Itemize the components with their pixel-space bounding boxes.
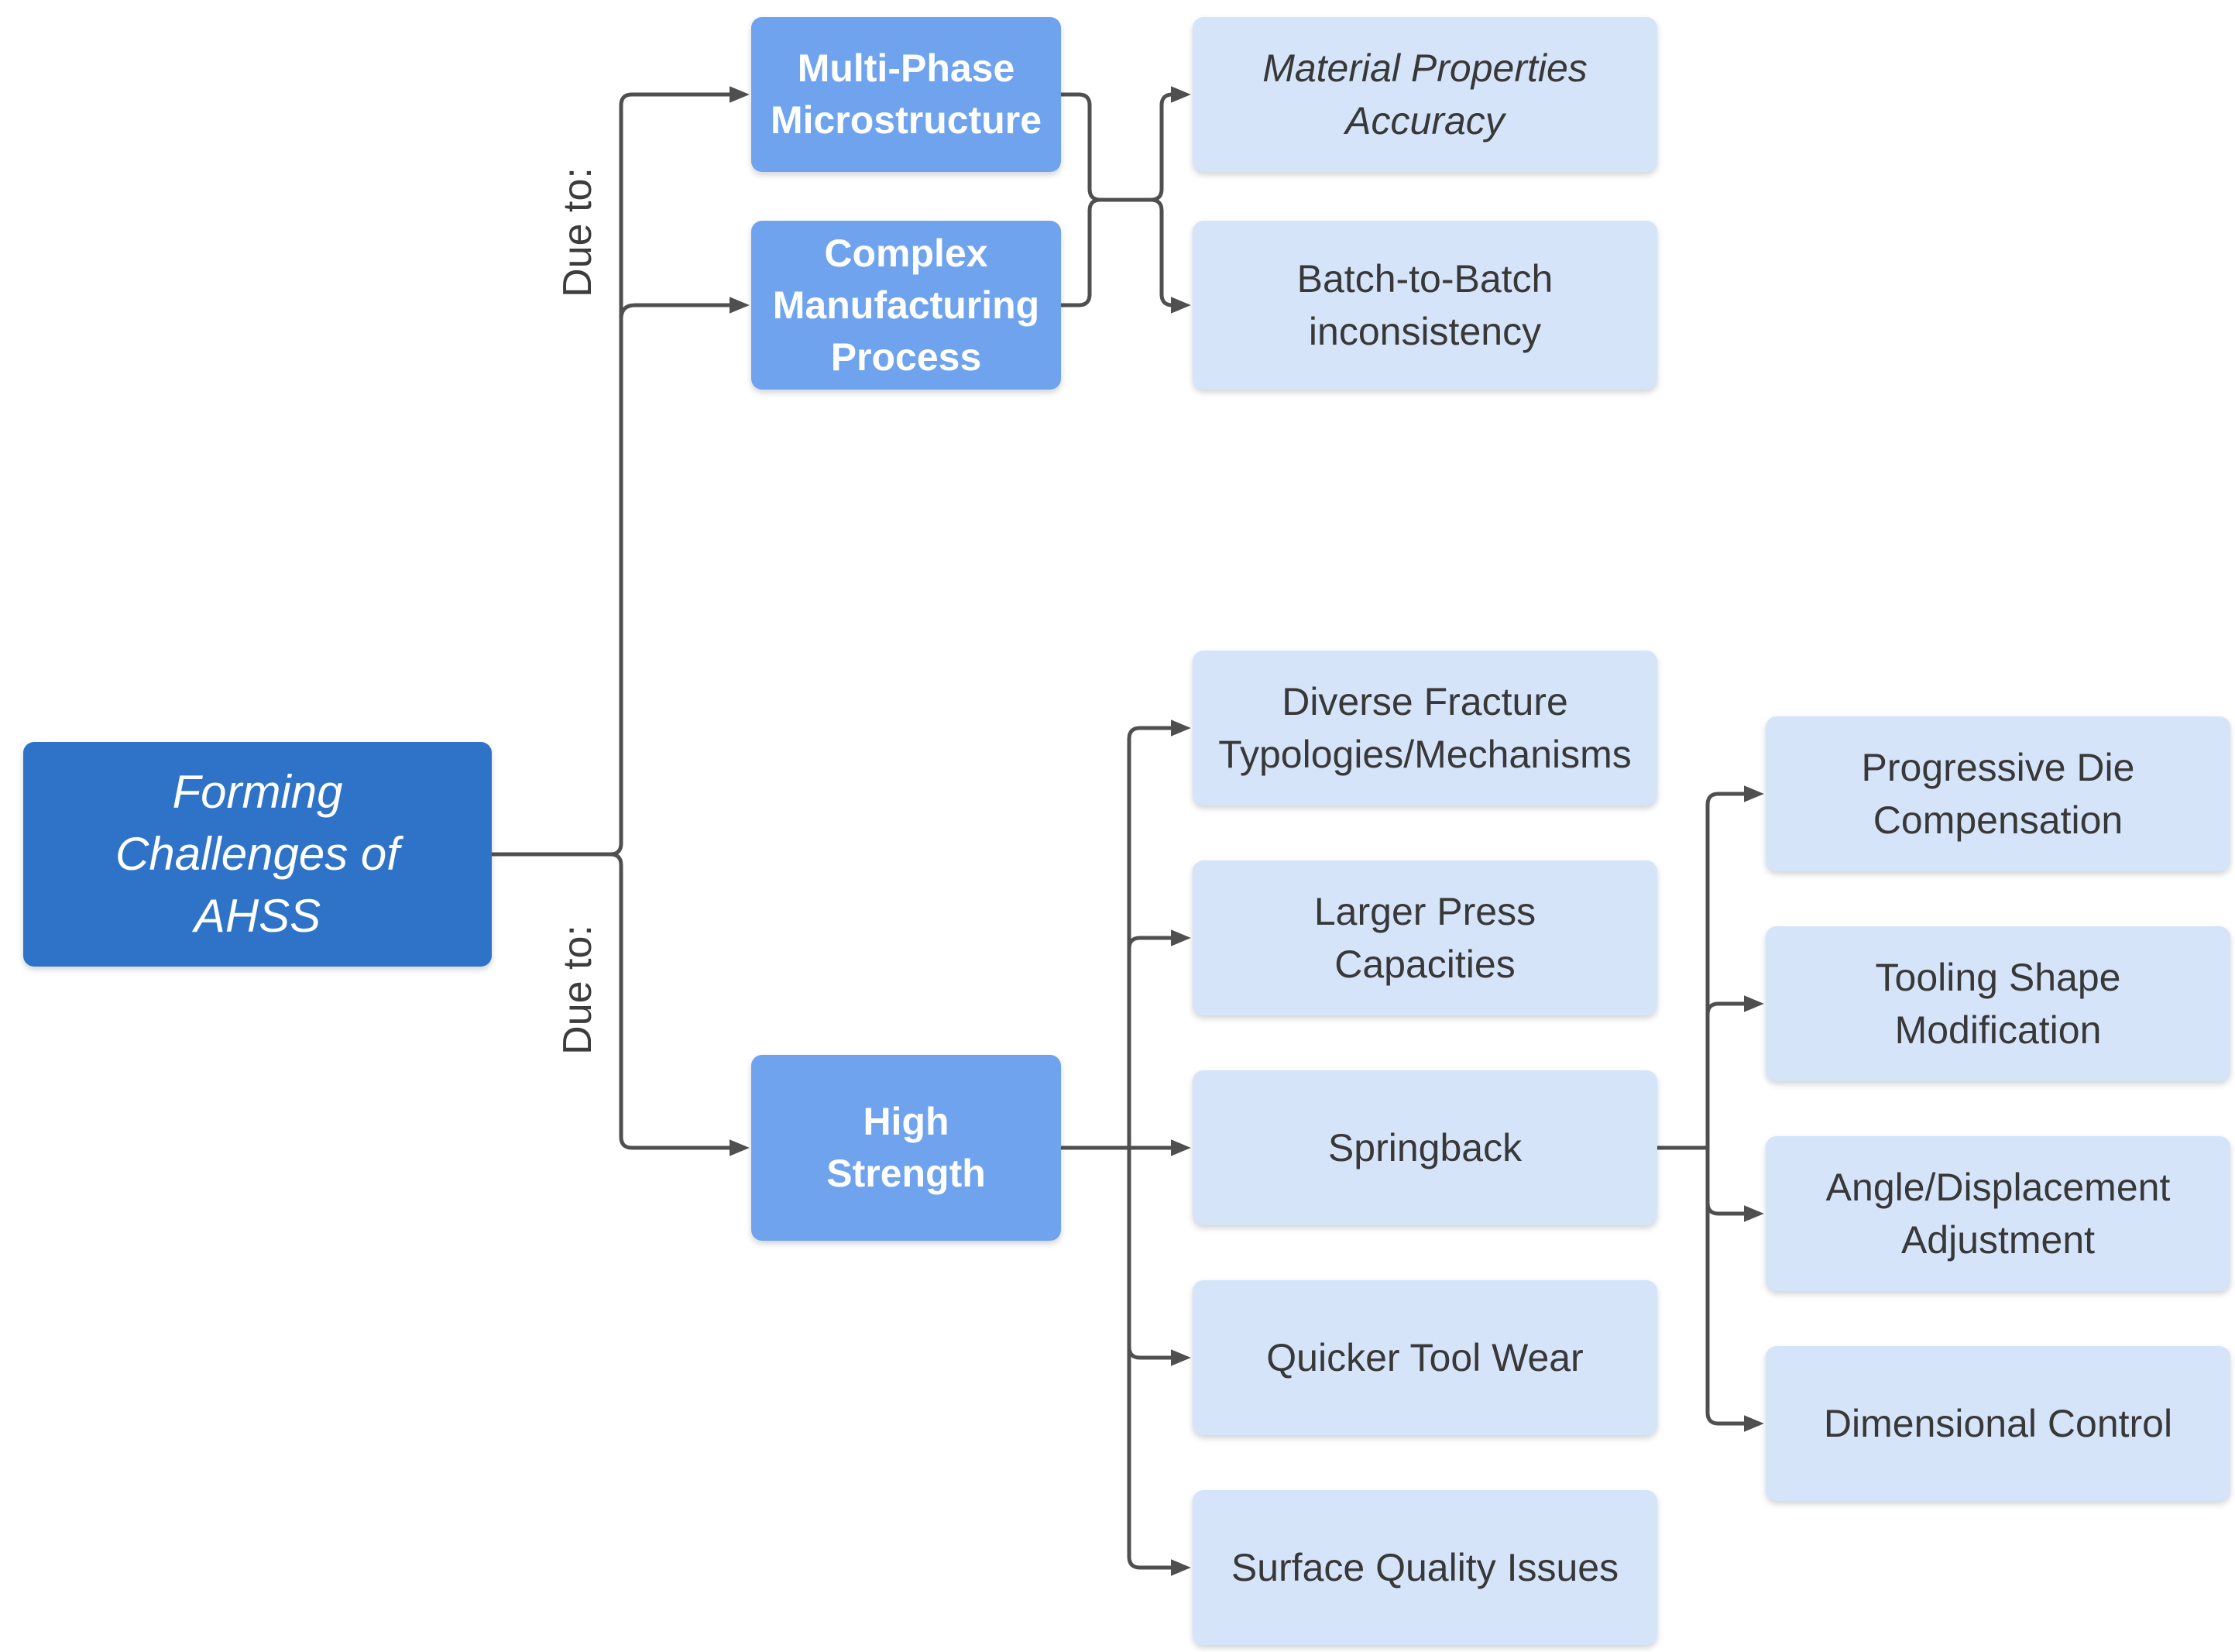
node-tooling-shape-modification: Tooling Shape Modification [1766, 926, 2230, 1081]
node-label: Tooling Shape Modification [1875, 956, 2121, 1052]
connector-multiphase-merge [1059, 92, 1153, 202]
node-surface-quality-issues: Surface Quality Issues [1193, 1490, 1657, 1645]
connector-root-to-highstrength [608, 852, 750, 1156]
node-complex-manufacturing-process: Complex Manufacturing Process [751, 221, 1061, 390]
node-dimensional-control: Dimensional Control [1766, 1346, 2230, 1501]
connector-merge-to-batch [1148, 197, 1191, 314]
node-material-properties-accuracy: Material Properties Accuracy [1193, 17, 1657, 172]
node-batch-to-batch-inconsistency: Batch-to-Batch inconsistency [1193, 221, 1657, 390]
connector-highstrength-spine-up [1127, 720, 1191, 1150]
node-label: Batch-to-Batch inconsistency [1296, 257, 1554, 353]
node-label: Larger Press Capacities [1313, 890, 1536, 986]
connector-spine-to-tooling [1705, 995, 1764, 1017]
node-forming-challenges-of-ahss: Forming Challenges of AHSS [23, 742, 492, 967]
connector-spine-to-angle [1705, 1200, 1764, 1222]
connector-highstrength-spine-down [1127, 1145, 1191, 1576]
connector-complex-merge [1059, 197, 1103, 307]
connector-root-to-complex [619, 297, 750, 321]
node-label: Quicker Tool Wear [1266, 1336, 1584, 1379]
node-label: Dimensional Control [1823, 1402, 2173, 1445]
connector-spine-to-larger [1127, 929, 1191, 951]
node-label: Surface Quality Issues [1231, 1546, 1619, 1589]
node-label: Angle/Displacement Adjustment [1825, 1166, 2171, 1262]
connector-root-to-multiphase [488, 86, 750, 857]
node-angle-displacement-adjustment: Angle/Displacement Adjustment [1766, 1136, 2230, 1291]
node-multi-phase-microstructure: Multi-Phase Microstructure [751, 17, 1061, 172]
node-label: High Strength [826, 1100, 986, 1195]
connector-springback-spine-down [1705, 1145, 1764, 1432]
connector-merge-to-material [1148, 86, 1191, 202]
node-label: Springback [1327, 1126, 1523, 1169]
node-label: Multi-Phase Microstructure [770, 46, 1042, 142]
due-to-label-upper: Due to: [555, 167, 600, 297]
node-quicker-tool-wear: Quicker Tool Wear [1193, 1280, 1657, 1435]
due-to-label-lower: Due to: [555, 925, 600, 1055]
node-high-strength: High Strength [751, 1055, 1061, 1241]
node-label: Complex Manufacturing Process [772, 231, 1040, 379]
node-progressive-die-compensation: Progressive Die Compensation [1766, 716, 2230, 871]
node-larger-press-capacities: Larger Press Capacities [1193, 860, 1657, 1015]
node-label: Diverse Fracture Typologies/Mechanisms [1218, 680, 1632, 776]
connector-spine-to-quicker [1127, 1345, 1191, 1366]
connector-springback-spine-up [1705, 785, 1764, 1150]
node-springback: Springback [1193, 1070, 1657, 1225]
node-label: Material Properties Accuracy [1262, 46, 1588, 143]
node-label: Progressive Die Compensation [1861, 746, 2135, 842]
node-label: Forming Challenges of AHSS [115, 766, 400, 942]
node-diverse-fracture-typologies: Diverse Fracture Typologies/Mechanisms [1193, 651, 1657, 805]
